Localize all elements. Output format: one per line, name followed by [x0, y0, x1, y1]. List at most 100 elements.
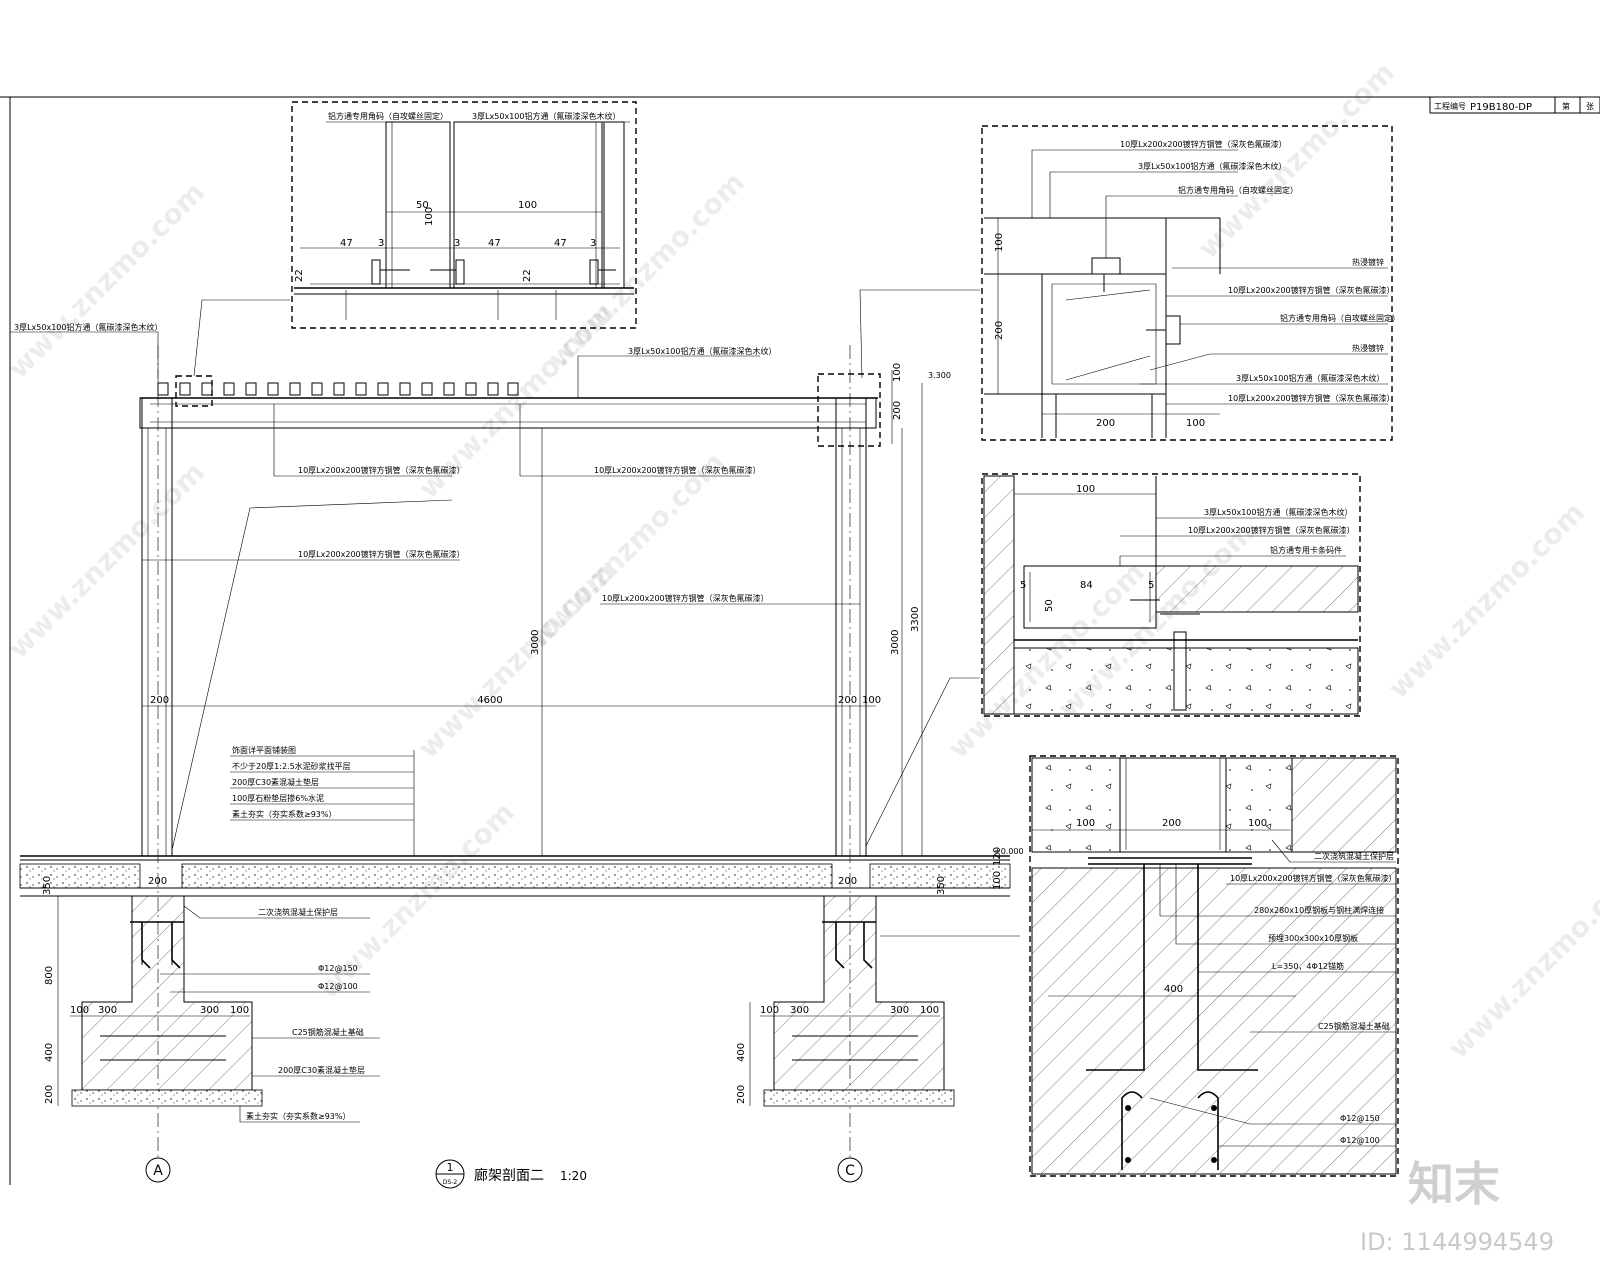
top-dim-47c: 47 [554, 238, 567, 249]
watermark-text-1: www.znzmo.com [2, 176, 211, 385]
beam-label-7: 热浸镀锌 [1352, 343, 1384, 353]
top-dim-w50: 50 [416, 200, 429, 211]
dim-beam-top: 100 [892, 363, 903, 382]
dim-ext-a-l2: 100 [230, 1005, 249, 1016]
dim-ext-a-r: 100 [760, 1005, 779, 1016]
top-dim-3c: 3 [590, 238, 596, 249]
label-slat-top-left: 3厚Lx50x100铝方通（氟碳漆深色木纹） [14, 322, 162, 332]
beam-dim-w100: 100 [1186, 418, 1205, 429]
label-rebar-2: Φ12@100 [318, 982, 358, 991]
base-dim-5b: 5 [1148, 580, 1154, 591]
beam-label-4: 热浸镀锌 [1352, 257, 1384, 267]
label-floor-3: 200厚C30素混凝土垫层 [232, 777, 319, 787]
label-col-right: 10厚Lx200x200镀锌方钢管（深灰色氟碳漆） [602, 593, 769, 603]
label-floor-4: 100厚石粉垫层掺6%水泥 [232, 793, 324, 803]
dim-col-left: 200 [150, 695, 169, 706]
elev-ground: ±0.000 [994, 847, 1024, 856]
top-dim-47a: 47 [340, 238, 353, 249]
elev-top: 3.300 [928, 371, 951, 380]
watermark-text-8: www.znzmo.com [1192, 56, 1401, 265]
label-beam-right: 10厚Lx200x200镀锌方钢管（深灰色氟碳漆） [594, 465, 761, 475]
footing-label-6: C25钢筋混凝土基础 [1318, 1021, 1390, 1031]
label-col-left: 10厚Lx200x200镀锌方钢管（深灰色氟碳漆） [298, 549, 465, 559]
base-label-2: 10厚Lx200x200镀锌方钢管（深灰色氟碳漆） [1188, 525, 1355, 535]
dim-ext-a-l: 100 [70, 1005, 89, 1016]
ground-slab [19, 855, 1011, 897]
label-rebar-1: Φ12@150 [318, 964, 358, 973]
dim-slab-left: 350 [42, 876, 53, 895]
top-dim-22a: 22 [294, 269, 305, 282]
base-dim-h50: 50 [1044, 599, 1055, 612]
axis-bubble-c [837, 1157, 863, 1183]
watermark-text-10: www.znzmo.com [1382, 496, 1591, 705]
top-dim-47b: 47 [488, 238, 501, 249]
base-dim-5a: 5 [1020, 580, 1026, 591]
top-label-b: 3厚Lx50x100铝方通（氟碳漆深色木纹） [472, 111, 620, 121]
label-slat-top-mid: 3厚Lx50x100铝方通（氟碳漆深色木纹） [628, 346, 776, 356]
section-title: 廊架剖面二 [474, 1167, 544, 1184]
footing-label-7: Φ12@150 [1340, 1114, 1380, 1123]
dim-footing-neck: 800 [44, 966, 55, 985]
top-dim-3a: 3 [378, 238, 384, 249]
label-footing-pad: 200厚C30素混凝土垫层 [278, 1065, 365, 1075]
footing-label-8: Φ12@100 [1340, 1136, 1380, 1145]
column-left [141, 397, 173, 857]
dim-base-col-right: 200 [838, 876, 857, 887]
watermark-text-11: www.znzmo.com [312, 796, 521, 1005]
label-floor-1: 饰面详平面铺装图 [232, 745, 296, 755]
axis-bubble-a [145, 1157, 171, 1183]
dim-col-right: 200 [838, 695, 857, 706]
dim-offset-right: 100 [862, 695, 881, 706]
dim-slab-100: 100 [992, 871, 1003, 890]
dim-ext-b-r2: 300 [890, 1005, 909, 1016]
footing-dim-100b: 100 [1248, 818, 1267, 829]
dim-footing-slab: 400 [44, 1043, 55, 1062]
label-floor-5: 素土夯实（夯实系数≥93%） [232, 809, 336, 819]
dim-height-inner: 3000 [530, 630, 541, 655]
dim-height-total: 3300 [910, 607, 921, 632]
top-dim-22b: 22 [522, 269, 533, 282]
footing-dim-100a: 100 [1076, 818, 1095, 829]
callout-slat [175, 375, 213, 407]
brand-logo: 知末 [1408, 1157, 1500, 1211]
top-dim-h100: 100 [424, 207, 435, 226]
footing-label-1: 二次浇筑混凝土保护层 [1314, 851, 1394, 861]
dim-ext-a-r2: 100 [920, 1005, 939, 1016]
beam-dim-h200: 200 [994, 321, 1005, 340]
brand-logo-text: 知末 [1408, 1157, 1500, 1211]
axis-label-c: C [845, 1163, 855, 1179]
sheet-suffix: 张 [1586, 102, 1594, 111]
watermark-text-3: www.znzmo.com [542, 166, 751, 375]
watermark-text-6: www.znzmo.com [412, 556, 621, 765]
dim-ext-b-l: 300 [98, 1005, 117, 1016]
beam-label-1: 10厚Lx200x200镀锌方钢管（深灰色氟碳漆） [1120, 139, 1287, 149]
dim-footing-pad-r: 200 [736, 1085, 747, 1104]
top-dim-3b: 3 [454, 238, 460, 249]
footing-right [763, 895, 955, 1107]
label-footing-conc: C25钢筋混凝土基础 [292, 1027, 364, 1037]
label-footing-soil: 素土夯实（夯实系数≥93%） [246, 1111, 350, 1121]
drawing-no: P19B180-DP [1470, 102, 1532, 113]
beam-dim-h100: 100 [994, 233, 1005, 252]
top-dim-w100: 100 [518, 200, 537, 211]
beam-label-8: 3厚Lx50x100铝方通（氟碳漆深色木纹） [1236, 373, 1384, 383]
detail-footing: 100 200 100 400 二次浇筑混凝土保护层 10厚Lx200x200镀… [1029, 755, 1399, 1177]
dim-height-outer: 3000 [890, 630, 901, 655]
footing-label-2: 10厚Lx200x200镀锌方钢管（深灰色氟碳漆） [1230, 873, 1397, 883]
dim-ext-b-r: 300 [790, 1005, 809, 1016]
beam-dim-w200: 200 [1096, 418, 1115, 429]
dim-footing-slab-r: 400 [736, 1043, 747, 1062]
footing-label-4: 预埋300x300x10厚钢板 [1268, 933, 1358, 943]
dim-slab-120: 120 [992, 847, 1003, 866]
label-floor-2: 不少于20厚1:2.5水泥砂浆找平层 [232, 761, 351, 771]
footing-label-5: L=350，4Φ12锚筋 [1272, 961, 1344, 971]
title-block: 工程编号 P19B180-DP 第 张 [1434, 101, 1594, 113]
watermark-text-12: www.znzmo.com [1442, 856, 1600, 1065]
detail-top-slat: 50 100 100 47 3 3 47 47 3 22 22 铝方通专用角码（… [291, 101, 637, 329]
dim-beam-depth: 200 [892, 401, 903, 420]
section-scale: 1:20 [560, 1169, 587, 1183]
footing-dim-200: 200 [1162, 818, 1181, 829]
dim-slab-right: 350 [936, 876, 947, 895]
footing-label-3: 280x280x10厚钢板与钢柱满焊连接 [1254, 905, 1384, 915]
